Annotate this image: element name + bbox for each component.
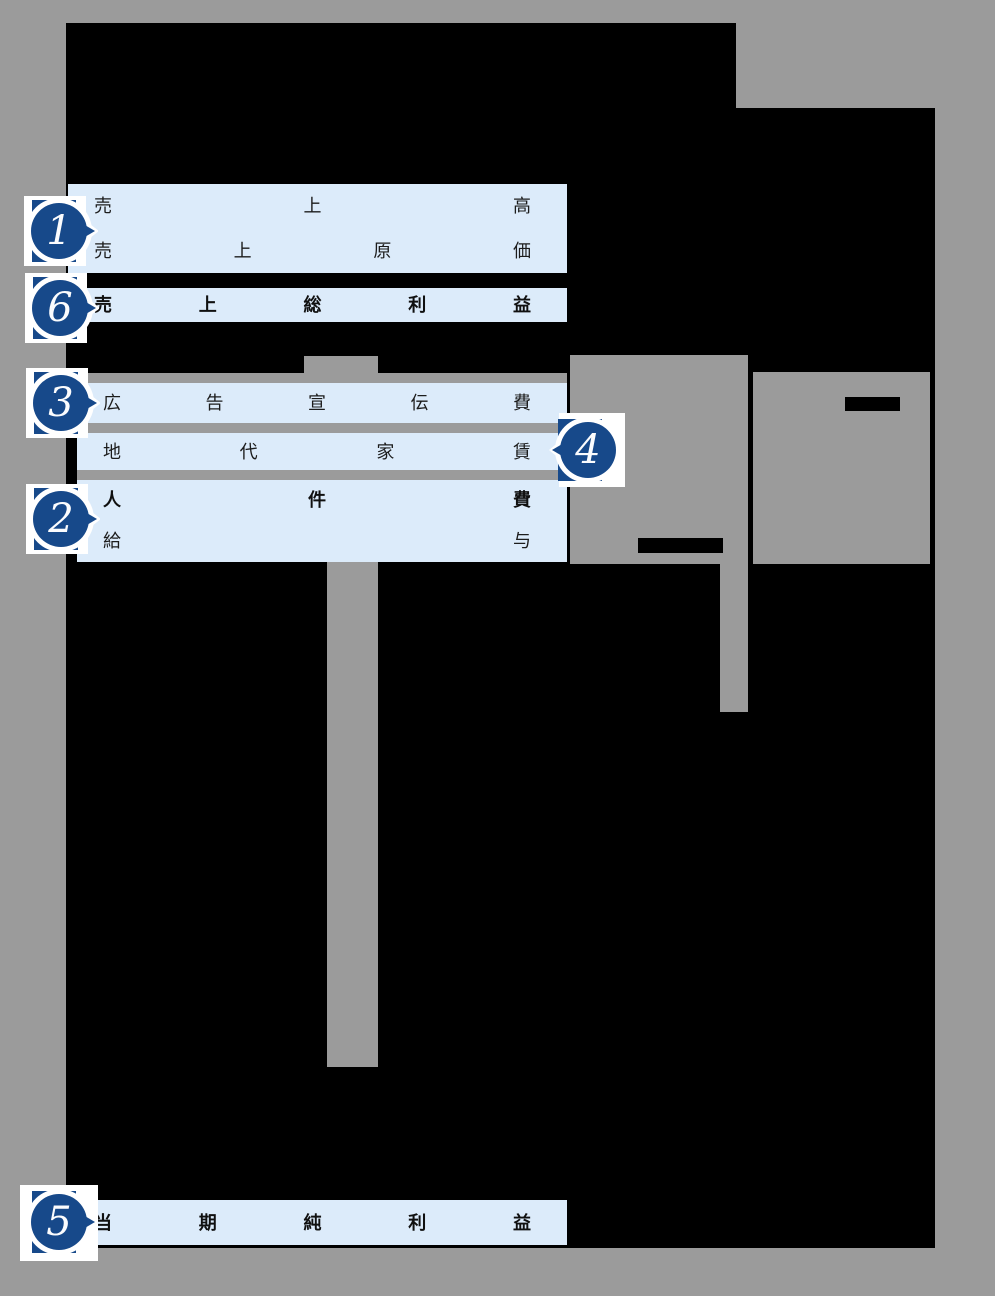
row-char: 当 [94,1212,112,1233]
row-char: 売 [94,240,112,261]
callout-badge-4: 4 [549,411,627,489]
row-rent: 地代家賃 [77,433,567,470]
redaction-chip [845,397,900,411]
row-salary: 給与 [77,520,567,562]
row-char: 宣 [308,393,326,413]
row-char: 告 [205,393,224,413]
badge-circle [32,280,88,336]
row-char: 売 [94,295,112,315]
expense-section: 広告宣伝費 地代家賃 人件費 給与 [77,373,567,562]
row-personnel: 人件費 [77,480,567,520]
badge-number: 6 [47,285,72,331]
row-char: 上 [233,240,252,261]
badge-number: 1 [46,208,71,254]
row-char: 上 [303,196,322,216]
row-char: 益 [513,295,531,315]
row-char: 費 [513,393,531,413]
badge-number: 4 [574,427,600,473]
row-char: 期 [198,1212,217,1233]
gray-tab [304,356,378,373]
row-char: 高 [513,196,531,216]
row-char: 利 [408,1212,427,1233]
row-char: 総 [303,295,322,315]
badge-circle [33,491,89,547]
row-char: 与 [513,531,531,551]
gray-strip [720,564,748,712]
callout-badge-6: 6 [21,269,100,347]
row-char: 広 [103,393,121,413]
row-char: 代 [239,441,258,462]
row-char: 伝 [410,393,429,413]
row-gross-profit: 売上総利益 [68,288,567,322]
badge-number: 5 [46,1199,71,1245]
badge-number: 3 [48,380,73,426]
row-group-personnel: 人件費 給与 [77,480,567,562]
row-sales: 売上高 [68,184,567,228]
callout-badge-5: 5 [20,1183,99,1261]
badge-circle [31,1194,87,1250]
redaction-chip [638,538,723,553]
row-char: 原 [373,240,392,261]
badge-circle [560,422,616,478]
badge-circle [33,375,89,431]
row-char: 賃 [512,441,531,462]
row-char: 利 [408,295,427,315]
gray-box-right [753,372,930,564]
row-char: 純 [303,1212,322,1233]
row-group-sales: 売上高 売上原価 [68,184,567,273]
badge-circle [31,203,87,259]
row-char: 給 [103,531,121,551]
row-char: 上 [198,295,217,315]
row-net-income: 当期純利益 [68,1200,567,1245]
row-char: 益 [513,1212,531,1233]
dark-panel-top [66,23,736,108]
row-char: 価 [512,240,531,261]
badge-number: 2 [47,496,73,542]
row-char: 地 [103,441,121,462]
row-char: 費 [513,490,531,510]
row-cogs: 売上原価 [68,228,567,273]
dark-panel-main [66,108,935,1248]
row-char: 家 [376,441,395,462]
row-advertising: 広告宣伝費 [77,383,567,423]
row-char: 件 [308,490,326,510]
callout-badge-1: 1 [20,192,99,270]
callout-badge-2: 2 [22,480,101,558]
callout-badge-3: 3 [22,364,101,442]
gray-column [327,562,378,1067]
row-char: 人 [103,490,121,510]
row-char: 売 [94,196,112,216]
